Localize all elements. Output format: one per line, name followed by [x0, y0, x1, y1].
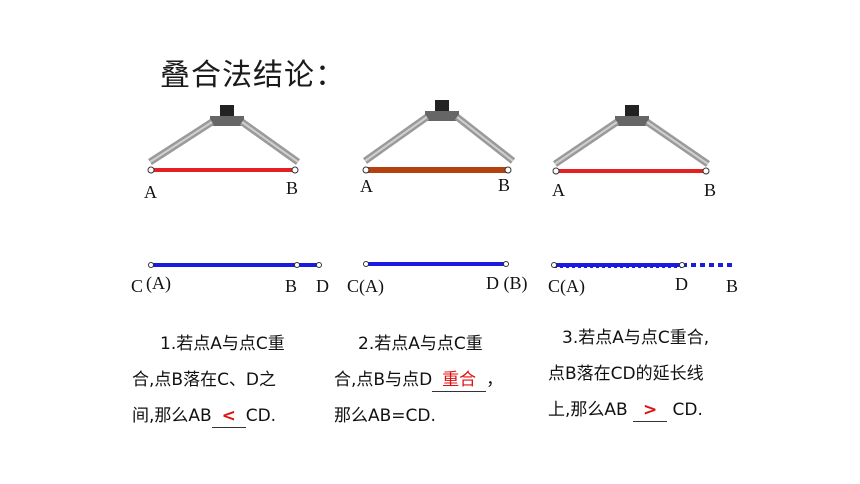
point-b-label-1: B	[286, 178, 299, 198]
conclusion-3-post: CD.	[672, 400, 703, 420]
segment-cd-2	[363, 261, 509, 267]
point-a-label-2: A	[360, 176, 373, 196]
conclusion-2-line1: 2.若点A与点C重	[358, 334, 483, 354]
compass-icon	[148, 105, 301, 165]
conclusion-2-pre: 合,点B与点D	[334, 370, 433, 390]
answer-blank-3: >	[633, 399, 668, 422]
conclusion-2-post: ，	[486, 370, 504, 390]
segment-cd-3	[551, 262, 736, 268]
answer-blank-2: 重合	[432, 369, 487, 392]
conclusion-3-pre: 上,那么AB	[548, 400, 628, 420]
point-c-label-1: C	[131, 276, 144, 296]
conclusion-1-line2: 合,点B落在C、D之	[132, 370, 277, 390]
conclusion-3-line1: 3.若点A与点C重合,	[562, 328, 710, 348]
conclusion-1-line3: 间,那么AB<CD.	[132, 398, 332, 434]
conclusion-2-line3: 那么AB=CD.	[334, 406, 436, 426]
point-d-label-3: D	[675, 274, 688, 294]
point-d-label-1: D	[316, 276, 329, 296]
point-b-label-2: B	[498, 175, 511, 195]
point-b-bottom-label-3: B	[726, 276, 739, 296]
compass-icon	[362, 100, 516, 164]
conclusion-3: 3.若点A与点C重合, 点B落在CD的延长线 上,那么AB > CD.	[548, 320, 768, 428]
conclusion-1-line1: 1.若点A与点C重	[160, 334, 285, 354]
point-b-label-3: B	[704, 180, 717, 200]
segment-ab-1	[147, 166, 299, 174]
point-b-bottom-label-1: B	[285, 276, 298, 296]
answer-blank-1: <	[211, 405, 246, 428]
conclusion-1: 1.若点A与点C重 合,点B落在C、D之 间,那么AB<CD.	[132, 326, 332, 434]
segment-ab-2	[362, 166, 512, 174]
point-a-label-3: A	[552, 180, 565, 200]
conclusion-3-line2: 点B落在CD的延长线	[548, 364, 704, 384]
point-ca-label-1: (A)	[146, 273, 171, 293]
compass-icon	[553, 105, 710, 167]
point-ca-label-2: C(A)	[347, 276, 384, 296]
point-a-label-1: A	[144, 182, 157, 202]
page-title: 叠合法结论：	[160, 58, 346, 93]
segment-ab-3	[552, 167, 710, 175]
conclusion-1-post: CD.	[245, 406, 277, 426]
conclusion-3-line3: 上,那么AB > CD.	[548, 392, 768, 428]
segment-cd-1	[148, 262, 322, 268]
conclusion-1-pre: 间,那么AB	[132, 406, 212, 426]
point-db-label-2: D (B)	[486, 273, 528, 293]
point-ca-label-3: C(A)	[548, 276, 585, 296]
